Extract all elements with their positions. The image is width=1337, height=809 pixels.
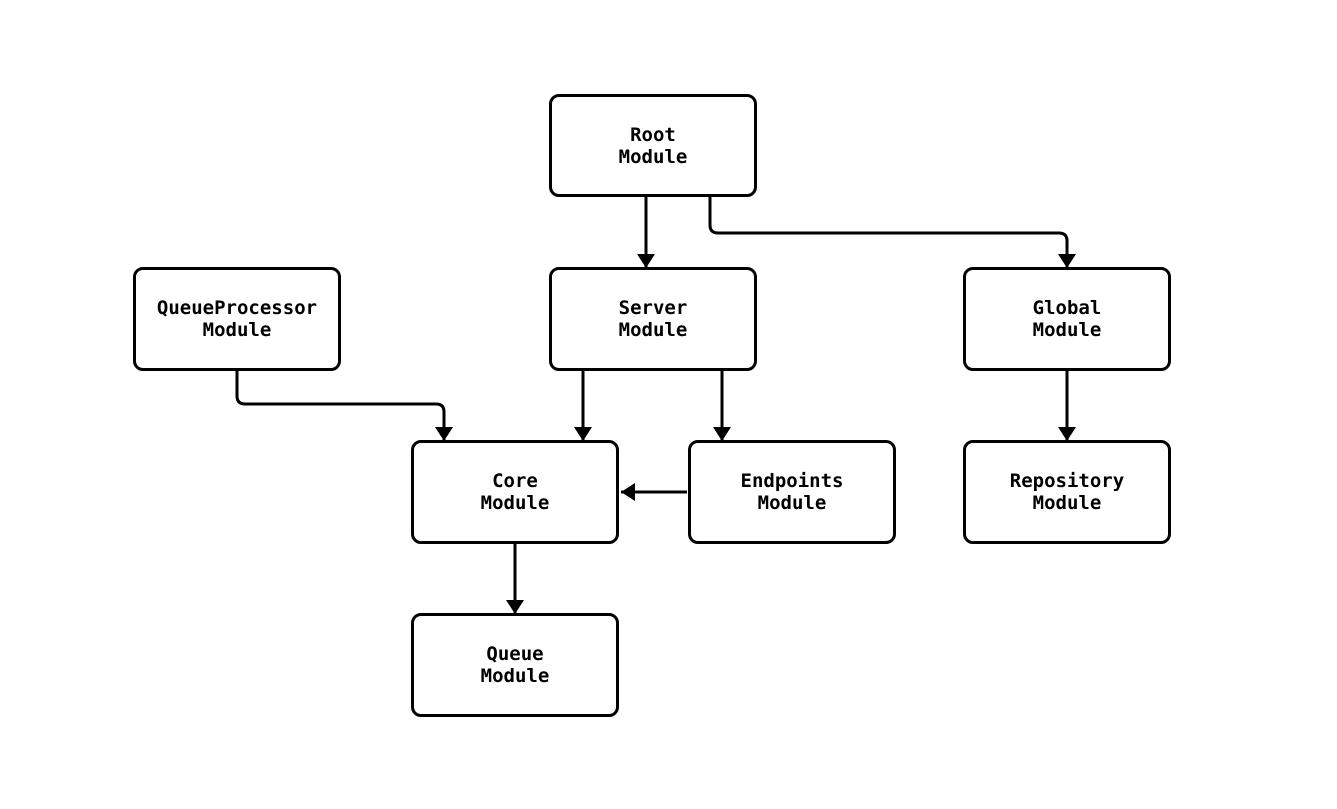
node-label-endpoints: Endpoints Module [740, 470, 844, 514]
node-label-queue-processor: QueueProcessor Module [156, 297, 318, 341]
node-core: Core Module [411, 440, 619, 544]
edge-root-to-global [708, 197, 1076, 268]
node-label-root: Root Module [618, 123, 688, 168]
node-queue: Queue Module [411, 613, 619, 717]
node-server: Server Module [549, 267, 757, 371]
node-root: Root Module [549, 94, 757, 197]
node-queue-processor: QueueProcessor Module [133, 267, 341, 371]
node-label-queue: Queue Module [480, 643, 550, 687]
edge-group [235, 197, 1076, 614]
node-label-server: Server Module [618, 297, 688, 341]
node-label-core: Core Module [480, 470, 550, 514]
node-label-global: Global Module [1032, 297, 1102, 341]
node-global: Global Module [963, 267, 1171, 371]
node-repository: Repository Module [963, 440, 1171, 544]
edge-queue-processor-to-core [235, 371, 453, 441]
node-endpoints: Endpoints Module [688, 440, 896, 544]
node-label-repository: Repository Module [1009, 470, 1125, 514]
